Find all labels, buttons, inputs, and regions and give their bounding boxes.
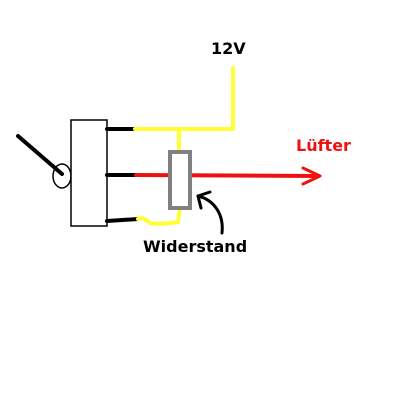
resistor-label: Widerstand [143, 237, 247, 256]
fan-wire-line [134, 173, 320, 178]
resistor-icon [168, 150, 192, 210]
fan-wire [134, 166, 322, 186]
supply-wire-main [133, 66, 235, 131]
bottom-wire-to-resistor [136, 206, 182, 226]
fan-label: Lüfter [296, 136, 351, 155]
switch-terminal-bottom [105, 217, 140, 223]
arrow-head-icon [301, 166, 322, 186]
switch-pivot [52, 163, 72, 189]
curved-arrow-icon [196, 190, 224, 235]
pointer-head [196, 190, 212, 210]
voltage-label: 12V [211, 39, 246, 58]
toggle-switch-icon [16, 119, 140, 227]
pointer-curve [196, 194, 224, 235]
switch-body [70, 119, 108, 227]
supply-wire [133, 66, 235, 226]
